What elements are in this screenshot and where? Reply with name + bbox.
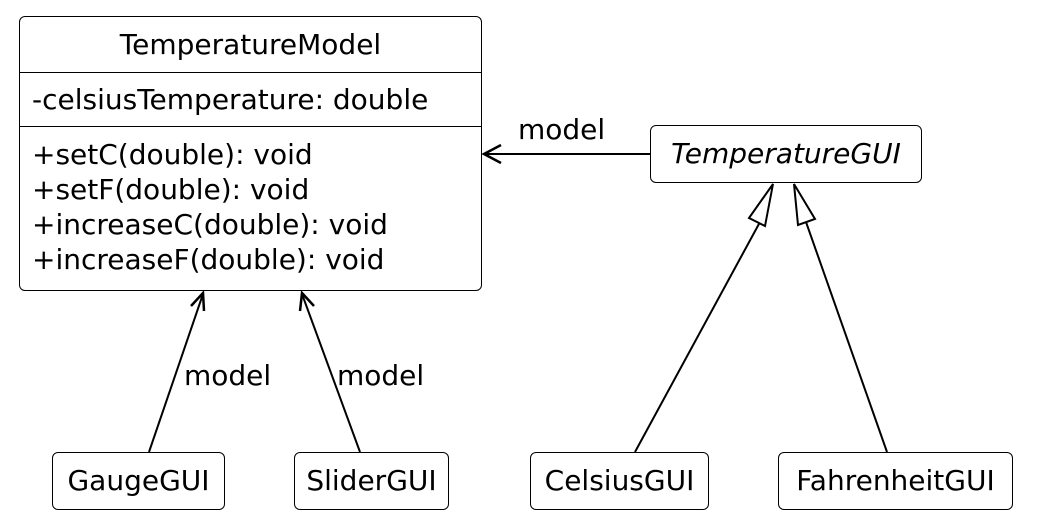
attribute: -celsiusTemperature: double bbox=[32, 83, 429, 116]
generalization-fahrenheit-to-gui bbox=[793, 183, 888, 453]
class-name: TemperatureModel bbox=[20, 17, 481, 73]
association-label: model bbox=[518, 113, 606, 146]
hollow-triangle-arrowhead bbox=[747, 183, 774, 228]
class-name: CelsiusGUI bbox=[544, 464, 695, 497]
class-name: TemperatureGUI bbox=[671, 137, 901, 170]
class-gauge-gui: GaugeGUI bbox=[52, 452, 225, 510]
class-fahrenheit-gui: FahrenheitGUI bbox=[778, 452, 1013, 510]
association-gauge-to-model bbox=[148, 289, 206, 453]
operation: +setC(double): void bbox=[32, 138, 313, 171]
open-arrowhead bbox=[481, 143, 502, 165]
operation: +setF(double): void bbox=[32, 173, 310, 206]
operations-section: +setC(double): void +setF(double): void … bbox=[20, 127, 481, 277]
operation: +increaseC(double): void bbox=[32, 208, 388, 241]
class-name: SliderGUI bbox=[306, 464, 437, 497]
association-gui-to-model bbox=[481, 143, 650, 165]
association-label: model bbox=[337, 359, 425, 392]
class-name: FahrenheitGUI bbox=[796, 464, 995, 497]
attributes-section: -celsiusTemperature: double bbox=[20, 73, 481, 127]
hollow-triangle-arrowhead bbox=[793, 183, 817, 227]
association-label: model bbox=[184, 359, 272, 392]
open-arrowhead bbox=[298, 290, 315, 312]
operation: +increaseF(double): void bbox=[32, 243, 385, 276]
class-temperature-model: TemperatureModel -celsiusTemperature: do… bbox=[19, 16, 482, 291]
class-celsius-gui: CelsiusGUI bbox=[530, 452, 709, 510]
class-slider-gui: SliderGUI bbox=[294, 452, 449, 510]
open-arrowhead bbox=[190, 289, 206, 312]
generalization-celsius-to-gui bbox=[634, 183, 774, 453]
association-slider-to-model bbox=[298, 290, 361, 453]
class-name: GaugeGUI bbox=[67, 464, 210, 497]
class-temperature-gui: TemperatureGUI bbox=[650, 125, 922, 183]
